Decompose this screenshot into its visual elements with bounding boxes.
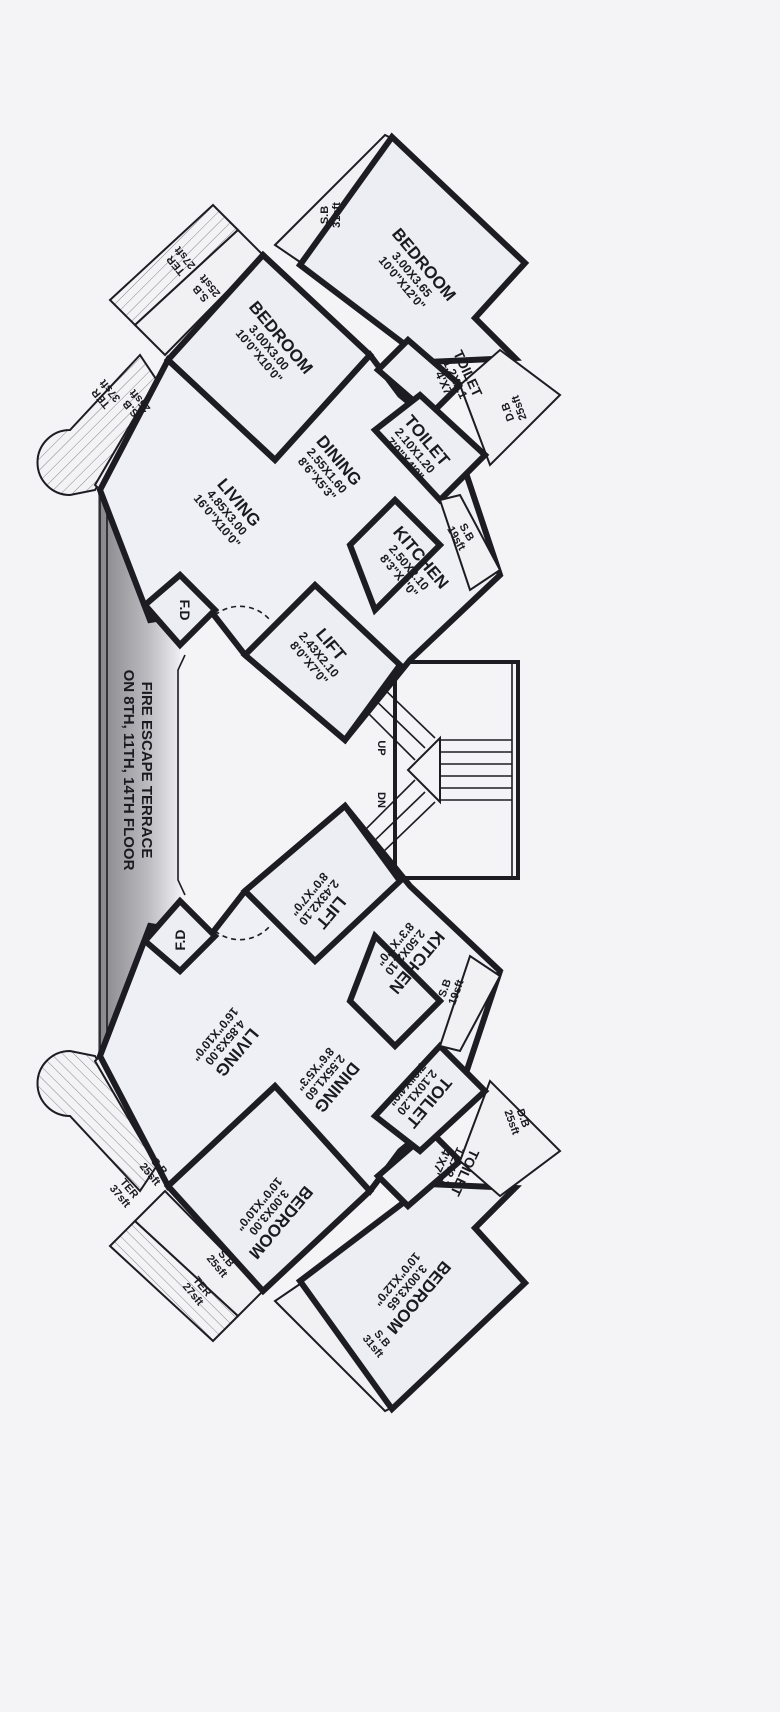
svg-text:S.B: S.B (437, 978, 455, 999)
svg-text:ON 8TH, 11TH, 14TH FLOOR: ON 8TH, 11TH, 14TH FLOOR (120, 670, 137, 871)
fire-escape-terrace (98, 490, 186, 1055)
fire-door-label: F.D (177, 600, 193, 621)
stair-down-label: DN (375, 792, 387, 808)
fire-door-label: F.D (172, 930, 188, 951)
stair-up-label: UP (375, 740, 387, 755)
stair-core: UP DN (359, 660, 520, 880)
unit-top-walls (36, 132, 562, 745)
svg-text:31sft: 31sft (331, 202, 343, 228)
svg-text:FIRE ESCAPE TERRACE: FIRE ESCAPE TERRACE (138, 682, 155, 859)
stair-landing-triangle (406, 735, 441, 805)
terrace-note: FIRE ESCAPE TERRACE ON 8TH, 11TH, 14TH F… (120, 670, 155, 871)
svg-text:S.B: S.B (319, 206, 331, 224)
room-living: LIVING 4.85X3.00 16'0"X10'0" (191, 475, 265, 551)
stair-steps (359, 684, 512, 856)
